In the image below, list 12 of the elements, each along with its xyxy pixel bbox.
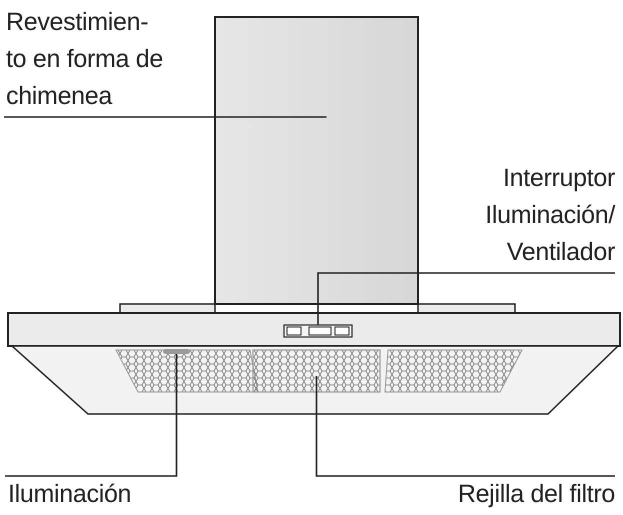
leader-line — [316, 376, 615, 477]
part-label: Interruptor Iluminación/ Ventilador — [400, 160, 615, 271]
leader-line — [5, 354, 178, 477]
chimney-cover — [214, 16, 419, 305]
part-label: Rejilla del filtro — [380, 476, 615, 513]
part-label: Iluminación — [8, 476, 208, 513]
filter-grid — [252, 349, 381, 393]
leader-line — [317, 272, 615, 325]
part-label: Revestimien- to en forma de chimenea — [6, 4, 164, 115]
leader-line — [4, 116, 326, 118]
switch-panel — [283, 324, 353, 338]
light — [163, 349, 190, 354]
